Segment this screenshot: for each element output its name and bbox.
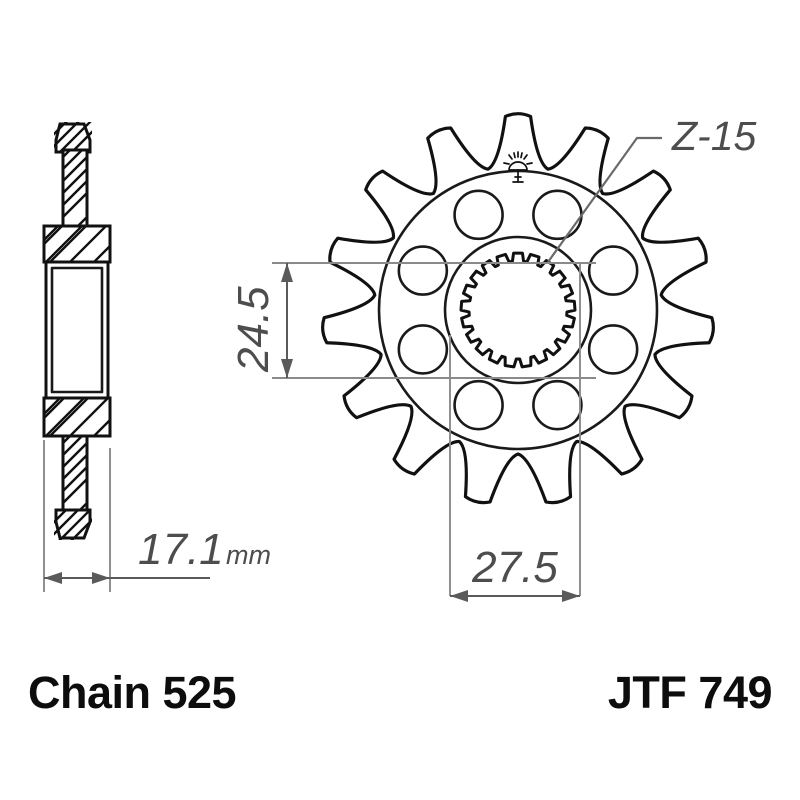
section-top-stem [61,148,89,230]
callout-z-15: Z-15 [547,113,757,263]
hatch-bottom-stem [63,436,87,512]
section-bore [44,260,110,400]
dim-arrow-bottom [281,359,293,378]
lightening-holes-group [397,189,639,431]
dimension-17-1-value: 17.1 [138,525,224,574]
dim-arrow-left [44,572,62,584]
lightening-hole [397,245,449,296]
dimension-27-5: 27.5 [449,263,581,602]
lightening-hole [532,189,583,241]
lightening-hole [397,324,449,375]
section-top-flange [42,224,112,264]
dim-arrow-top [281,263,293,282]
hatch-bottom-tip [54,510,92,540]
dimension-24-5-value: 24.5 [229,286,278,373]
dim-arrow-right-275 [562,590,580,602]
dimension-17-1-unit: mm [226,540,271,570]
dimension-17-1-mm: 17.1 mm [43,440,271,592]
hatch-top-tip [54,122,92,152]
splined-bore [459,251,577,369]
front-view [321,112,715,505]
lightening-hole [587,245,639,296]
callout-z-15-label: Z-15 [671,113,757,159]
part-number-label: JTF 749 [608,667,772,718]
section-bottom-flange [42,396,112,438]
dim-arrow-right [92,572,110,584]
chain-label: Chain 525 [28,667,236,718]
lightening-hole [453,379,504,431]
dimension-27-5-value: 27.5 [471,543,558,592]
maker-mark-icon [503,151,533,183]
dimension-24-5: 24.5 [229,262,596,379]
hatch-bottom-flange [44,398,110,436]
lightening-hole [453,189,504,241]
lightening-hole [587,324,639,375]
dim-arrow-left-275 [450,590,468,602]
cross-section-view [42,122,112,540]
section-top-tooth [54,122,92,154]
lightening-hole [532,379,583,431]
section-bottom-tooth [54,508,92,540]
hatch-top-flange [44,226,110,262]
callout-leader-line [547,136,662,263]
hatch-top-stem [63,150,87,226]
